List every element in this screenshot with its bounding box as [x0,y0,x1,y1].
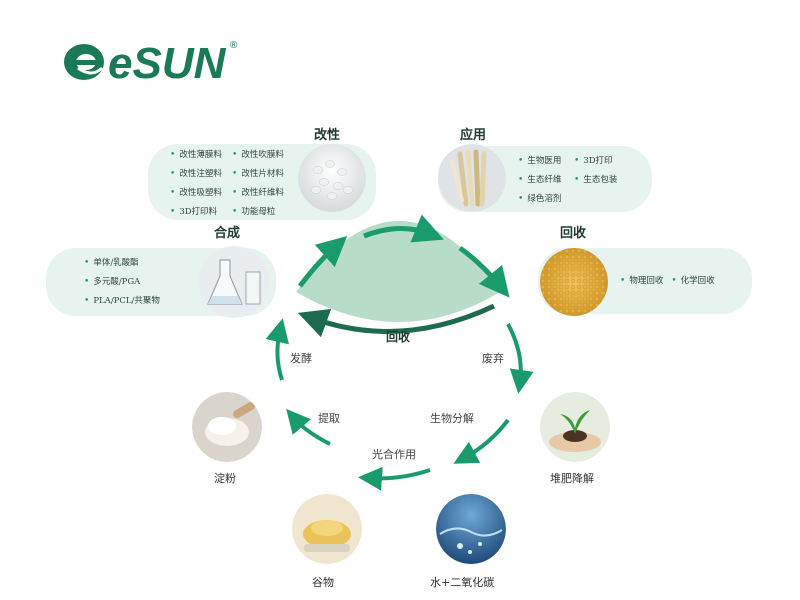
biodegrade-label: 生物分解 [430,412,474,425]
list-item: 化学回收 [671,272,715,291]
discard-label: 废弃 [482,352,504,365]
grain-label: 谷物 [312,576,334,589]
starch-image [192,392,262,462]
center-recycle-label: 回收 [386,330,411,344]
list-item: 生物医用 [518,152,561,171]
list-item: 改性吸塑料 [170,184,222,203]
photosynthesis-label: 光合作用 [372,448,416,461]
list-item: 多元酸/PGA [84,273,160,292]
granules-image [540,248,608,316]
compost-image [540,392,610,462]
list-item: 生态纤维 [518,171,561,190]
list-item: 3D打印 [574,152,617,171]
list-item: 改性片材料 [232,165,284,184]
straws-image [438,144,506,212]
list-item: 物理回收 [620,272,663,291]
modification-title: 改性 [314,128,341,143]
grain-image [292,494,362,564]
discard-arrow [506,323,534,394]
esun-logo: eSUN ® [64,39,238,88]
list-item: 改性吹膜料 [232,146,284,165]
list-item: 改性薄膜料 [170,146,222,165]
list-item: 改性纤维料 [232,184,284,203]
compost-label: 堆肥降解 [550,472,594,485]
photosynthesis-arrow [358,466,431,491]
arc-arrow [298,236,348,288]
brand-name: eSUN [108,39,227,88]
center-lens [296,221,500,322]
ferment-label: 发酵 [290,352,312,365]
water-image [436,494,506,564]
synthesis-title: 合成 [214,226,241,241]
list-item: 单体/乳酸酯 [84,254,160,273]
pellets-image [298,144,366,212]
list-item: 绿色溶剂 [518,190,561,209]
list-item: PLA/PCL/共聚物 [84,292,160,311]
list-item: 功能母粒 [232,203,284,222]
list-item: 生态包装 [574,171,617,190]
registered-mark: ® [230,40,238,51]
flask-image [198,246,270,318]
extract-label: 提取 [318,412,340,425]
list-item: 3D打印料 [170,203,222,222]
arc-arrow [363,214,444,243]
starch-label: 淀粉 [214,472,236,485]
list-item: 改性注塑料 [170,165,222,184]
arc-arrow [458,245,510,298]
recycle-title: 回收 [560,226,587,241]
water-co2-label: 水+二氧化碳 [430,576,495,589]
ferment-arrow [265,318,289,381]
application-title: 应用 [460,128,487,143]
